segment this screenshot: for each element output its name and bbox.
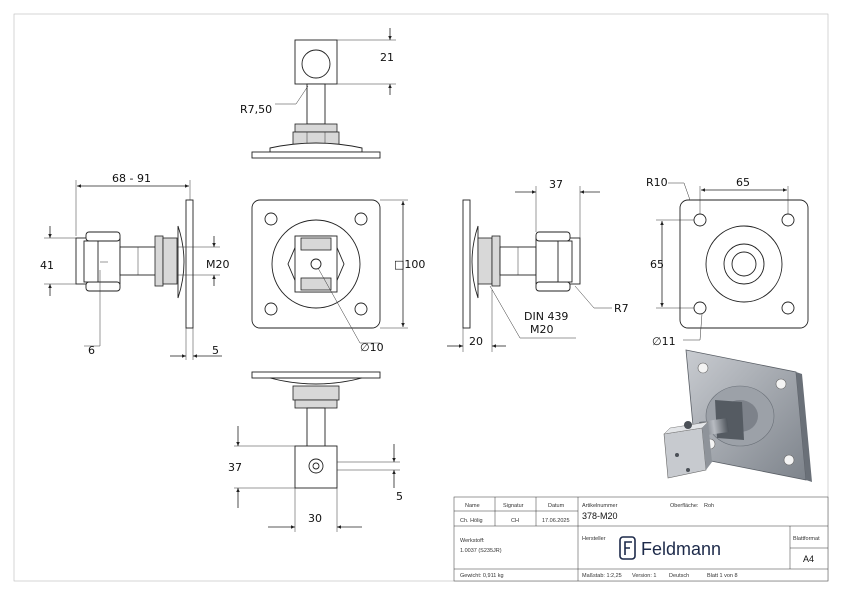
tb-label-werkstoff: Werkstoff: <box>460 538 485 544</box>
dim-right-m20: M20 <box>530 323 554 336</box>
front-view <box>251 199 408 344</box>
plate-hole-view <box>656 182 809 341</box>
dim-plate-65-h: 65 <box>736 176 750 189</box>
tb-value-signatur: CH <box>511 518 519 524</box>
tb-massstab: Maßstab: 1:2,25 <box>582 573 622 579</box>
tb-blatt: Blatt 1 von 8 <box>707 573 738 579</box>
dim-right-din: DIN 439 <box>524 310 568 323</box>
tb-value-werkstoff: 1.0037 (S235JR) <box>460 548 502 554</box>
dim-left-five: 5 <box>212 344 219 357</box>
dim-plate-r10: R10 <box>646 176 668 189</box>
tb-gewicht: Gewicht: 0,911 kg <box>460 573 504 579</box>
tb-value-blattformat: A4 <box>803 554 814 564</box>
dim-hole-dia: ∅10 <box>360 341 384 354</box>
dim-right-twenty: 20 <box>469 335 483 348</box>
tb-label-hersteller: Hersteller <box>582 536 606 542</box>
tb-label-blattformat: Blattformat <box>793 536 820 542</box>
tb-label-artikel: Artikelnummer <box>582 503 618 509</box>
product-render <box>663 349 812 482</box>
dim-left-thread: M20 <box>206 258 230 271</box>
bottom-view <box>234 371 400 532</box>
dim-plate-size: □100 <box>394 258 425 271</box>
feldmann-logo-icon <box>619 536 636 560</box>
dim-bottom-30: 30 <box>308 512 322 525</box>
tb-value-artikel: 378-M20 <box>582 511 618 521</box>
tb-value-name: Ch. Hölig <box>460 518 483 524</box>
tb-header-name: Name <box>465 503 480 509</box>
dim-top-radius: R7,50 <box>240 103 272 116</box>
sheet-border <box>13 13 829 582</box>
tb-header-signatur: Signatur <box>503 503 524 509</box>
tb-value-datum: 17.06.2025 <box>542 518 570 524</box>
dim-plate-d11: ∅11 <box>652 335 676 348</box>
tb-version: Version: 1 <box>632 573 656 579</box>
dim-bottom-37: 37 <box>228 461 242 474</box>
dim-bottom-5: 5 <box>396 490 403 503</box>
dim-right-width: 37 <box>549 178 563 191</box>
dim-left-width: 68 - 91 <box>112 172 151 185</box>
tb-header-datum: Datum <box>548 503 565 509</box>
dim-left-six: 6 <box>88 344 95 357</box>
title-block <box>453 496 829 582</box>
left-view <box>44 180 222 360</box>
tb-value-oberflaeche: Roh <box>704 503 714 509</box>
dim-right-radius: R7 <box>614 302 629 315</box>
tb-label-oberflaeche: Oberfläche: <box>670 503 699 509</box>
brand-name: Feldmann <box>641 539 721 559</box>
top-view <box>251 28 396 159</box>
tb-sprache: Deutsch <box>669 573 689 579</box>
right-view <box>447 186 612 352</box>
dim-plate-65-v: 65 <box>650 258 664 271</box>
dim-left-height: 41 <box>40 259 54 272</box>
dim-top-height: 21 <box>380 51 394 64</box>
